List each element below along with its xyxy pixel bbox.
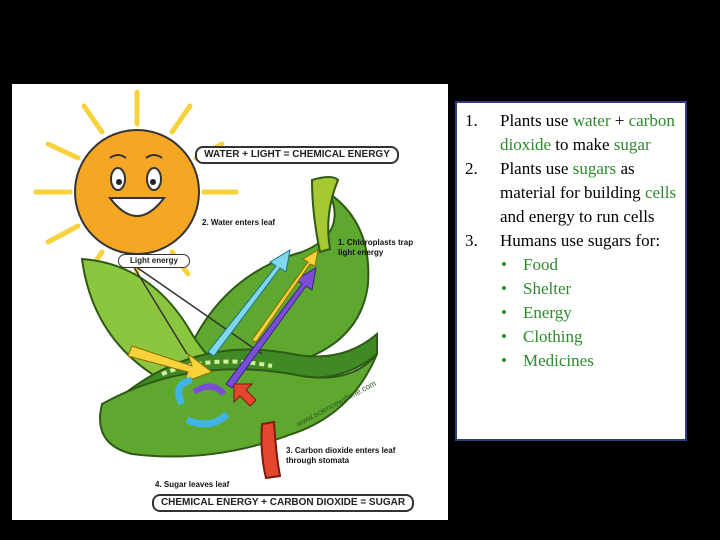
highlighted-term: sugars bbox=[572, 159, 617, 178]
cycle-arrow-blue bbox=[175, 376, 230, 428]
human-use-label: Energy bbox=[523, 303, 572, 322]
human-uses-list: • Food • Shelter • Energy • Clothing • Medicines bbox=[457, 253, 685, 373]
highlighted-term: cells bbox=[644, 183, 677, 202]
water-arrow bbox=[207, 249, 291, 357]
bullet-icon: • bbox=[501, 279, 507, 298]
key-point-text: as material for building bbox=[500, 159, 645, 202]
key-point-text: Plants use bbox=[500, 111, 573, 130]
top-equation-banner: WATER + LIGHT = CHEMICAL ENERGY bbox=[195, 146, 399, 164]
step-1-label: 1. Chloroplasts trap light energy bbox=[338, 238, 414, 257]
leaf-stem-top bbox=[310, 176, 340, 254]
highlighted-term: sugar bbox=[613, 135, 651, 154]
key-points-list: 1. Plants use water + carbon dioxide to m… bbox=[457, 109, 685, 253]
human-use-item: • Energy bbox=[457, 301, 685, 325]
human-use-item: • Food bbox=[457, 253, 685, 277]
human-use-label: Shelter bbox=[523, 279, 572, 298]
light-energy-label: Light energy bbox=[118, 254, 190, 268]
highlighted-term: carbon dioxide bbox=[500, 111, 675, 154]
bottom-equation-banner: CHEMICAL ENERGY + CARBON DIOXIDE = SUGAR bbox=[152, 494, 414, 512]
chloroplast-arrow bbox=[251, 248, 319, 343]
illustration-graphic bbox=[33, 89, 378, 480]
yellow-arrow bbox=[127, 345, 214, 383]
key-point-number: 1. bbox=[465, 111, 478, 130]
key-point-text: to make bbox=[551, 135, 614, 154]
human-use-label: Food bbox=[523, 255, 558, 274]
bullet-icon: • bbox=[501, 351, 507, 370]
step-2-label: 2. Water enters leaf bbox=[202, 218, 276, 227]
bullet-icon: • bbox=[501, 255, 507, 274]
bullet-icon: • bbox=[501, 303, 507, 322]
key-point-text: + bbox=[610, 111, 629, 130]
key-point-number: 2. bbox=[465, 159, 478, 178]
key-point-text: Humans use sugars for: bbox=[500, 231, 661, 250]
key-point-text: Plants use bbox=[500, 159, 573, 178]
key-point-1: 1. Plants use water + carbon dioxide to m… bbox=[457, 109, 685, 157]
photosynthesis-illustration: WATER + LIGHT = CHEMICAL ENERGY CHEMICAL… bbox=[12, 84, 448, 520]
key-points-box: 1. Plants use water + carbon dioxide to m… bbox=[455, 101, 687, 441]
human-use-label: Clothing bbox=[523, 327, 583, 346]
key-point-2: 2. Plants use sugars as material for buil… bbox=[457, 157, 685, 229]
key-point-number: 3. bbox=[465, 231, 478, 250]
step-3-label: 3. Carbon dioxide enters leaf through st… bbox=[286, 446, 396, 465]
key-point-text: and energy to run cells bbox=[500, 207, 655, 226]
sun-face bbox=[74, 129, 200, 255]
human-use-item: • Medicines bbox=[457, 349, 685, 373]
leaf-stem-bottom bbox=[260, 420, 282, 480]
key-point-3: 3. Humans use sugars for: bbox=[457, 229, 685, 253]
bullet-icon: • bbox=[501, 327, 507, 346]
step-4-label: 4. Sugar leaves leaf bbox=[155, 480, 230, 489]
co2-arrow bbox=[233, 383, 257, 407]
human-use-item: • Shelter bbox=[457, 277, 685, 301]
highlighted-term: water bbox=[572, 111, 611, 130]
purple-arrow bbox=[225, 267, 317, 389]
human-use-label: Medicines bbox=[523, 351, 594, 370]
human-use-item: • Clothing bbox=[457, 325, 685, 349]
cycle-arrow-purple bbox=[192, 383, 227, 397]
